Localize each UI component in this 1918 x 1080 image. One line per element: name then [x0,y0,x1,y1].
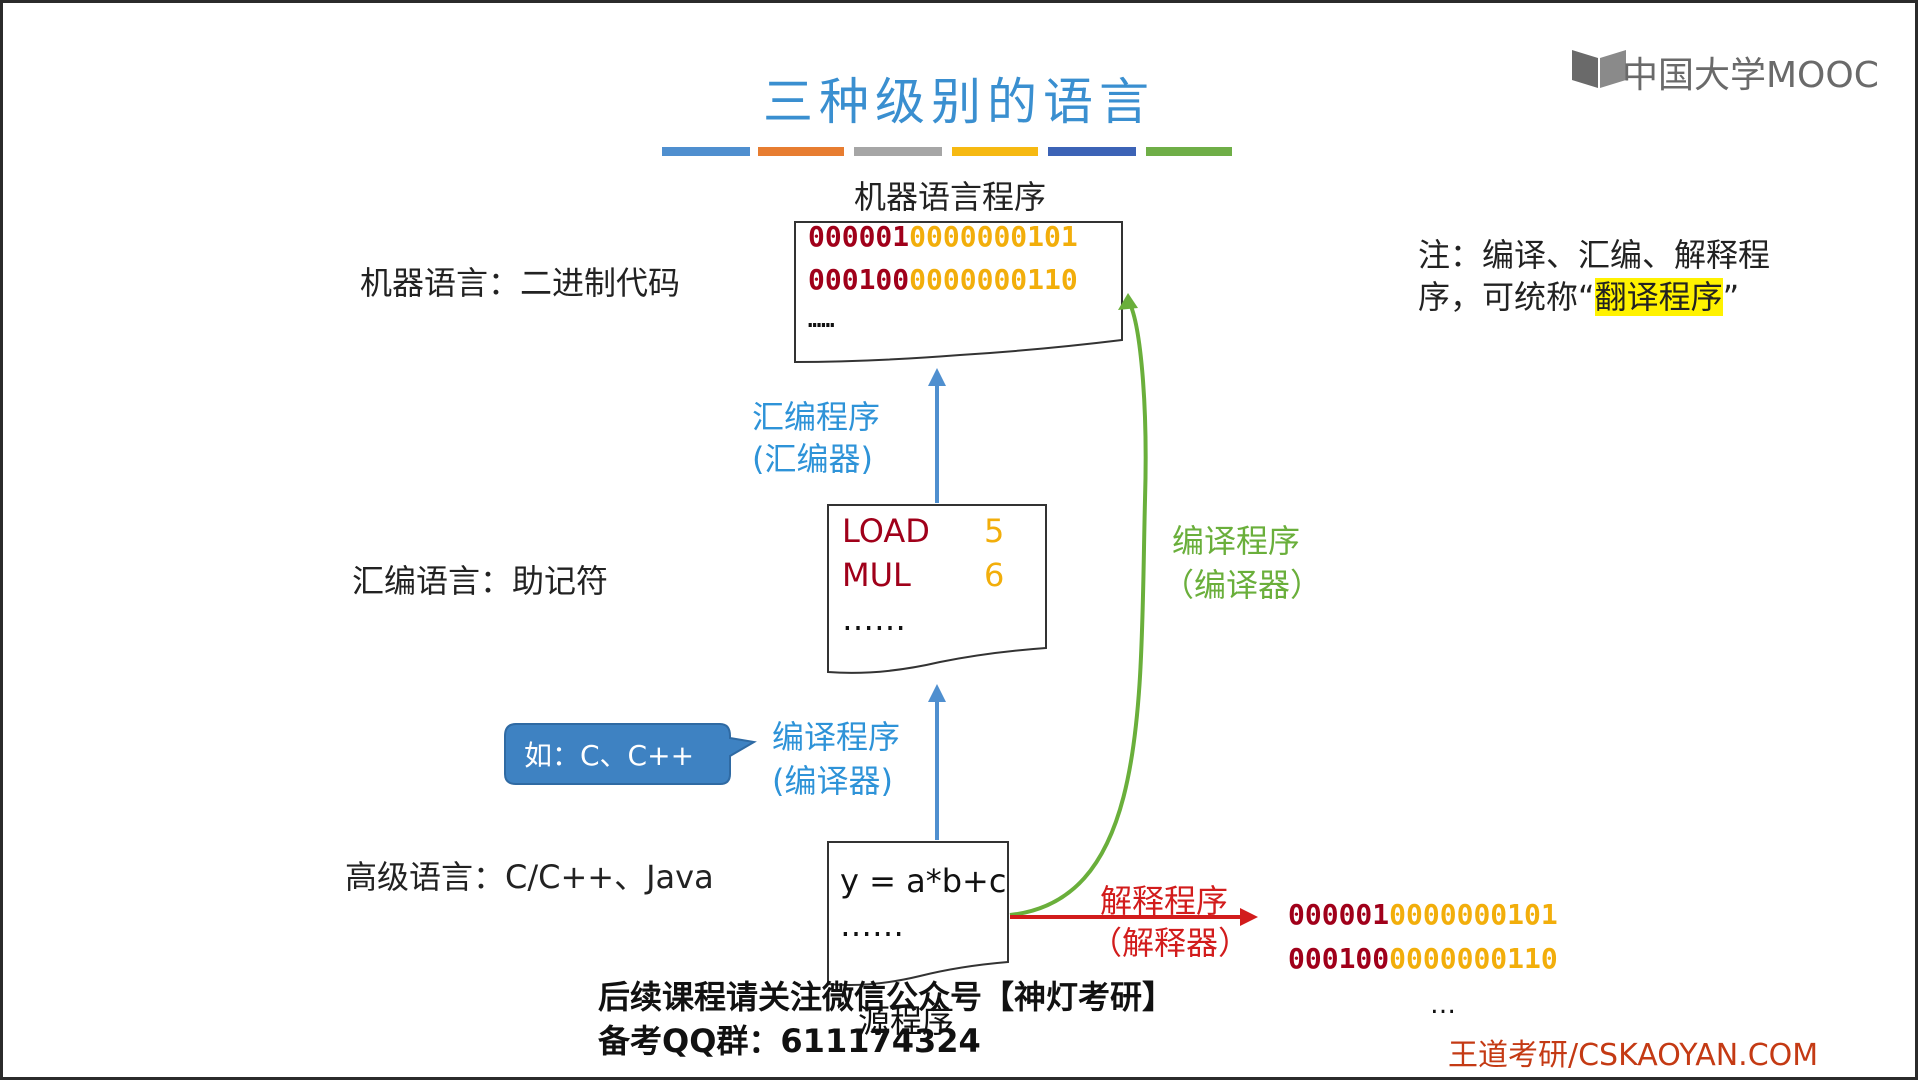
machine-program-document [794,221,1123,364]
machine-code-more: …… [808,308,835,333]
compiler-left-label-2: (编译器) [772,762,893,800]
brand-logo: 中国大学MOOC [1622,55,1879,96]
assembly-more: …… [842,600,906,638]
source-code-more: …… [840,906,904,944]
compiler-left-label-1: 编译程序 [772,718,901,756]
color-bar-gray [854,147,942,156]
interpreter-output-more: … [1430,990,1456,1020]
compiler-right-label-1: 编译程序 [1172,522,1301,560]
compiler-right-label-2: （编译器） [1162,566,1323,604]
source-code-line: y = a*b+c [840,862,1007,900]
slide-title: 三种级别的语言 [763,73,1155,131]
example-callout-bubble [504,723,757,785]
assembly-op-2: MUL [842,556,911,594]
translator-highlight: 翻译程序 [1594,278,1723,316]
assembly-language-label: 汇编语言：助记符 [352,562,609,600]
assembly-arg-2: 6 [984,556,1005,594]
qq-group-text: 备考QQ群：611174324 [598,1022,981,1060]
source-program-caption: 源程序 [858,1002,955,1040]
assembly-program-document [827,504,1047,674]
interpreter-label-2: （解释器） [1090,924,1251,962]
machine-program-caption: 机器语言程序 [854,178,1047,216]
high-level-language-label: 高级语言：C/C++、Java [345,858,714,896]
interpreter-output-line-2: 0001000000000110 [1288,942,1558,975]
source-program-document [827,841,1009,986]
compiler-arrow-right [1009,298,1148,917]
assembly-arg-1: 5 [984,512,1005,550]
machine-code-line-2: 0001000000000110 [808,263,1078,296]
machine-language-label: 机器语言：二进制代码 [360,264,681,302]
note-line-2: 序，可统称“翻译程序” [1418,278,1740,316]
assembler-label-1: 汇编程序 [752,398,881,436]
note-line-1: 注：编译、汇编、解释程 [1418,236,1771,274]
footer-brand: 王道考研/CSKAOYAN.COM [1448,1038,1819,1073]
color-bar-green [1146,147,1232,156]
interpreter-output-line-1: 0000010000000101 [1288,898,1558,931]
color-bar-orange [758,147,844,156]
color-bar-darkblue [1048,147,1136,156]
assembler-label-2: (汇编器) [752,440,873,478]
assembly-op-1: LOAD [842,512,930,550]
follow-wechat-text: 后续课程请关注微信公众号【神灯考研】 [598,978,1175,1016]
interpreter-label-1: 解释程序 [1100,882,1229,920]
example-callout-text: 如：C、C++ [524,739,695,772]
machine-code-line-1: 0000010000000101 [808,220,1078,253]
mooc-book-icon [1572,50,1626,88]
color-bar-yellow [952,147,1038,156]
color-bar-blue [662,147,750,156]
